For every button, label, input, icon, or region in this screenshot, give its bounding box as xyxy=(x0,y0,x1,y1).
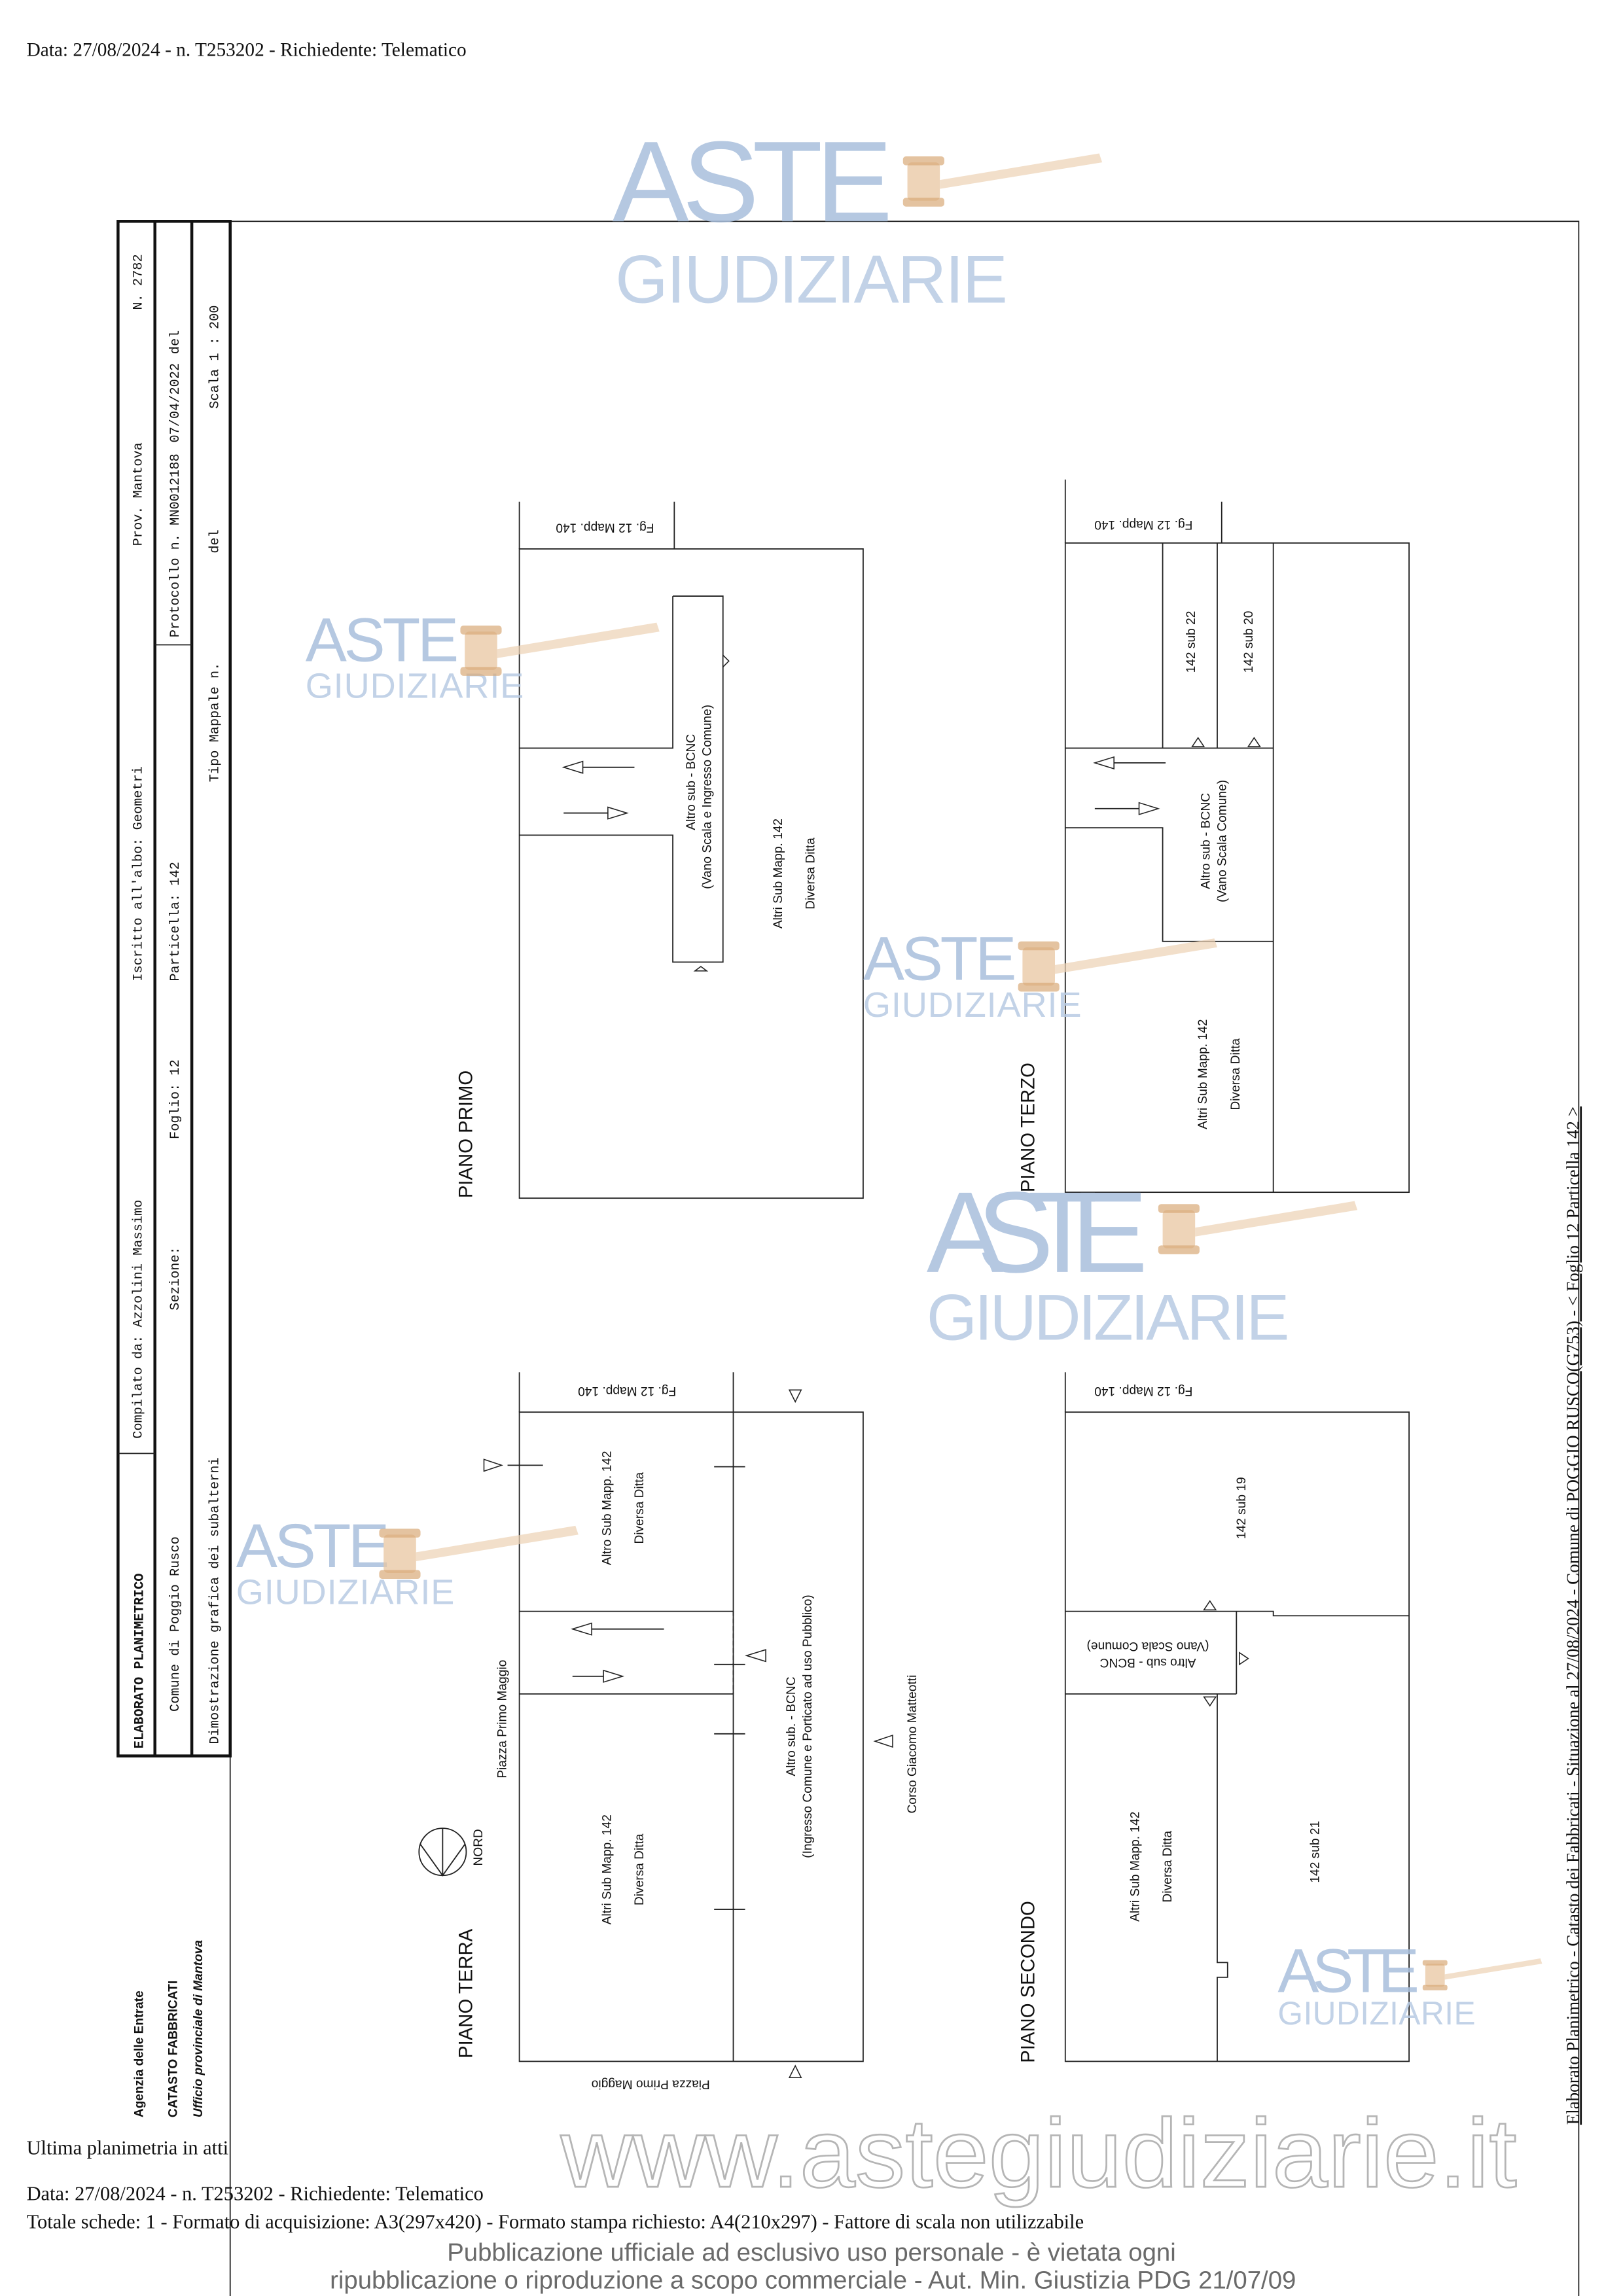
bcnc-desc: (Vano Scala Comune) xyxy=(1216,780,1230,902)
foglio: Foglio: 12 xyxy=(168,1059,183,1139)
fg-mapp-label: Fg. 12 Mapp. 140 xyxy=(1094,1384,1192,1398)
svg-text:ASTE: ASTE xyxy=(863,924,1016,993)
altri-sub-label: Altri Sub Mapp. 142 xyxy=(600,1814,614,1924)
watermark-url: www.astegiudiziarie.it xyxy=(560,2098,1517,2208)
agency-logo: Agenzia delle Entrate CATASTO FABBRICATI… xyxy=(133,1940,205,2117)
altro-sub-label: Altro Sub Mapp. 142 xyxy=(600,1451,614,1565)
plan-piano-primo: Fg. 12 Mapp. 140 Altro sub - BCNC (Vano … xyxy=(455,501,864,1199)
svg-text:GIUDIZIARIE: GIUDIZIARIE xyxy=(863,985,1082,1025)
bcnc-desc: (Ingresso Comune e Porticato ad uso Pubb… xyxy=(801,1595,815,1858)
sub-19-label: 142 sub 19 xyxy=(1235,1477,1249,1539)
street-piazza-primo-maggio: Piazza Primo Maggio xyxy=(495,1660,509,1778)
svg-text:GIUDIZIARIE: GIUDIZIARIE xyxy=(1277,1995,1475,2032)
svg-text:ASTE: ASTE xyxy=(927,1169,1148,1297)
piano-primo-title: PIANO PRIMO xyxy=(455,1070,476,1198)
bcnc-label: Altro sub - BCNC xyxy=(685,734,698,830)
header-request-info: Data: 27/08/2024 - n. T253202 - Richiede… xyxy=(27,40,467,61)
dimostrazione: Dimostrazione grafica dei subalterni xyxy=(208,1457,223,1744)
footer-totale-schede: Totale schede: 1 - Formato di acquisizio… xyxy=(27,2210,1084,2233)
scala: Scala 1 : 200 xyxy=(208,305,223,408)
elaborato-title: ELABORATO PLANIMETRICO xyxy=(133,1574,148,1749)
fg-mapp-label: Fg. 12 Mapp. 140 xyxy=(1094,518,1192,531)
svg-text:ASTE: ASTE xyxy=(1277,1936,1419,2005)
svg-text:ASTE: ASTE xyxy=(306,605,459,675)
svg-text:GIUDIZIARIE: GIUDIZIARIE xyxy=(615,241,1008,317)
sub-21-label: 142 sub 21 xyxy=(1309,1821,1323,1883)
tipo-mappale: Tipo Mappale n. xyxy=(208,663,223,783)
north-label: NORD xyxy=(472,1829,486,1865)
watermark-logo: ASTE GIUDIZIARIE xyxy=(1277,1936,1543,2032)
compilato-da: Compilato da: Azzolini Massimo xyxy=(131,1200,146,1439)
street-corso-matteotti: Corso Giacomo Matteotti xyxy=(906,1675,919,1814)
street-piazza-primo-maggio-bottom: Piazza Primo Maggio xyxy=(592,2077,710,2091)
sezione: Sezione: xyxy=(168,1246,183,1310)
fg-mapp-label: Fg. 12 Mapp. 140 xyxy=(578,1384,676,1398)
piano-terzo-title: PIANO TERZO xyxy=(1017,1063,1039,1192)
bcnc-label: Altro sub. - BCNC xyxy=(785,1676,798,1776)
comune: Comune di Poggio Rusco xyxy=(168,1536,183,1712)
bcnc-desc: (Vano Scala Comune) xyxy=(1087,1639,1209,1653)
altri-sub-label: Altri Sub Mapp. 142 xyxy=(1196,1019,1210,1129)
piano-secondo-title: PIANO SECONDO xyxy=(1017,1901,1039,2062)
fg-mapp-label: Fg. 12 Mapp. 140 xyxy=(556,521,654,535)
watermark-logo: ASTE GIUDIZIARIE xyxy=(306,605,660,706)
bcnc-label: Altro sub - BCNC xyxy=(1200,793,1213,889)
watermark-note-1: Pubblicazione ufficiale ad esclusivo uso… xyxy=(447,2238,1175,2267)
plan-piano-secondo: Fg. 12 Mapp. 140 142 sub 19 Altro sub - … xyxy=(1017,1372,1410,2063)
protocollo-number: MN0012188 xyxy=(168,453,183,525)
sub-20-label: 142 sub 20 xyxy=(1242,611,1256,673)
plan-piano-terzo: Fg. 12 Mapp. 140 142 sub 22 142 sub 20 A… xyxy=(1017,479,1410,1193)
title-block: ELABORATO PLANIMETRICO Compilato da: Azz… xyxy=(116,220,232,1757)
catasto-fabbricati: CATASTO FABBRICATI xyxy=(167,1981,181,2117)
watermark-logo: ASTE GIUDIZIARIE xyxy=(863,924,1217,1025)
side-caption: Elaborato Planimetrico - Catasto dei Fab… xyxy=(1563,1106,1582,2125)
watermark-logo: ASTE GIUDIZIARIE xyxy=(927,1169,1358,1354)
watermark-note-2: ripubblicazione o riproduzione a scopo c… xyxy=(330,2267,1296,2295)
diversa-ditta-label: Diversa Ditta xyxy=(1161,1831,1175,1903)
watermark-logo: ASTE GIUDIZIARIE xyxy=(613,118,1103,317)
altri-sub-label: Altri Sub Mapp. 142 xyxy=(1129,1812,1143,1922)
bcnc-label: Altro sub - BCNC xyxy=(1099,1655,1196,1669)
provincia: Prov. Mantova xyxy=(131,442,146,546)
diversa-ditta-label: Diversa Ditta xyxy=(633,1472,647,1544)
particella: Particella: 142 xyxy=(168,862,183,981)
piano-terra-title: PIANO TERRA xyxy=(455,1928,476,2058)
protocollo-label: Protocollo n. xyxy=(168,534,183,637)
diversa-ditta-label-2: Diversa Ditta xyxy=(633,1833,647,1905)
ufficio-provinciale: Ufficio provinciale di Mantova xyxy=(192,1940,205,2117)
del-label-2: del xyxy=(208,529,223,554)
footer-ultima-planimetria: Ultima planimetria in atti xyxy=(27,2137,228,2159)
agenzia-entrate: Agenzia delle Entrate xyxy=(133,1990,147,2117)
svg-text:GIUDIZIARIE: GIUDIZIARIE xyxy=(236,1572,455,1612)
del-label: del xyxy=(168,330,183,355)
protocollo-date: 07/04/2022 xyxy=(168,363,183,443)
altri-sub-label: Altri Sub Mapp. 142 xyxy=(772,819,785,928)
diversa-ditta-label: Diversa Ditta xyxy=(804,838,818,910)
north-arrow-icon xyxy=(418,1828,467,1877)
numero: N. 2782 xyxy=(131,254,146,309)
diversa-ditta-label: Diversa Ditta xyxy=(1229,1038,1243,1110)
watermark-logo: ASTE GIUDIZIARIE xyxy=(236,1511,579,1612)
svg-text:GIUDIZIARIE: GIUDIZIARIE xyxy=(927,1282,1290,1354)
plan-piano-terra: Fg. 12 Mapp. 140 Altro Sub Mapp. 142 Div… xyxy=(418,1372,919,2091)
svg-text:ASTE: ASTE xyxy=(613,118,893,246)
footer-request-info: Data: 27/08/2024 - n. T253202 - Richiede… xyxy=(27,2182,484,2204)
svg-text:ASTE: ASTE xyxy=(236,1511,389,1581)
sub-22-label: 142 sub 22 xyxy=(1185,611,1198,673)
bcnc-desc: (Vano Scala e Ingresso Comune) xyxy=(701,705,715,889)
iscritto-albo: Iscritto all'albo: Geometri xyxy=(131,766,146,981)
